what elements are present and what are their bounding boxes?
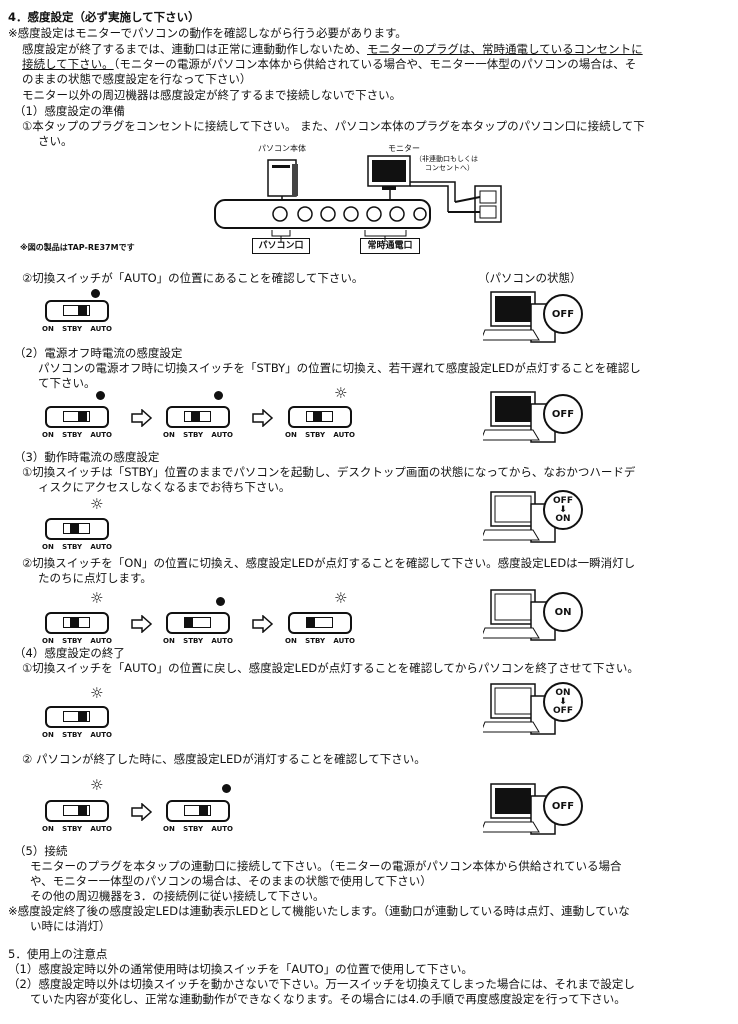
step-3-text: ①切換スイッチは「STBY」位置のままでパソコンを起動し、デスクトップ画面の状態… — [22, 465, 636, 479]
section-5-title: 5．使用上の注意点 — [8, 947, 108, 961]
arrow-right-icon — [131, 409, 153, 427]
led-lit-icon: ☼ — [90, 495, 104, 513]
step-5-text: や、モニター一体型のパソコンの場合は、そのままの状態で使用して下さい） — [30, 874, 432, 888]
pc-body-label: パソコン本体 — [258, 144, 306, 153]
step-2-text: て下さい。 — [38, 376, 96, 390]
pc-off-illustration: OFF — [483, 782, 583, 844]
status-bubble: ON — [543, 592, 583, 632]
strip-drawing — [214, 155, 502, 242]
step-5-text: モニターのプラグを本タップの連動口に接続して下さい。（モニターの電源がパソコン本… — [30, 859, 622, 873]
pc-port-label: パソコン口 — [252, 238, 310, 254]
step-5-note: ※感度設定終了後の感度設定LEDは連動表示LEDとして機能いたします。（連動口が… — [8, 904, 630, 918]
led-icon — [214, 391, 223, 400]
step-4-text: ①切換スイッチを「AUTO」の位置に戻し、感度設定LEDが点灯することを確認して… — [22, 661, 639, 675]
pc-booting-illustration: OFF⬇ON — [483, 490, 583, 552]
arrow-right-icon — [131, 615, 153, 633]
pc-on-illustration: ON — [483, 588, 583, 650]
step-2-title: （2）電源オフ時電流の感度設定 — [14, 346, 183, 360]
para-text: 感度設定が終了するまでは、連動口は正常に連動動作しないため、 — [22, 42, 367, 56]
led-lit-icon: ☼ — [334, 384, 348, 402]
step-1-title: （1）感度設定の準備 — [14, 104, 125, 118]
step-1-text: ①本タップのプラグをコンセントに接続して下さい。 また、パソコン本体のプラグを本… — [22, 119, 645, 133]
monitor-label: モニター — [388, 144, 420, 153]
step-4-text: ② パソコンが終了した時に、感度設定LEDが消灯することを確認して下さい。 — [22, 752, 426, 766]
monitor-note: （非連動口もしくは — [415, 155, 478, 163]
note-monitor-required: ※感度設定はモニターでパソコンの動作を確認しながら行う必要があります。 — [8, 26, 407, 40]
power-strip-diagram: パソコン本体 モニター （非連動口もしくは コンセントへ） — [210, 142, 510, 257]
pc-shutdown-illustration: ON⬇OFF — [483, 682, 583, 744]
arrow-right-icon — [252, 615, 274, 633]
caution-2: （2）感度設定時以外は切換スイッチを動かさないで下さい。万一スイッチを切換えてし… — [8, 977, 635, 991]
step-1-text: さい。 — [38, 134, 73, 148]
step-1-text: ②切換スイッチが「AUTO」の位置にあることを確認して下さい。 — [22, 271, 364, 285]
arrow-right-icon — [252, 409, 274, 427]
arrow-right-icon — [131, 803, 153, 821]
para-underlined: モニターのプラグは、常時通電しているコンセントに — [367, 42, 643, 56]
step-5-note: い時には消灯） — [30, 919, 111, 933]
step-4-title: （4）感度設定の終了 — [14, 646, 125, 660]
para-line: のままの状態で感度設定を行なって下さい） — [22, 72, 252, 86]
led-icon — [222, 784, 231, 793]
status-bubble: OFF — [543, 786, 583, 826]
step-3-text: ィスクにアクセスしなくなるまでお待ち下さい。 — [38, 480, 291, 494]
para-text: （モニターの電源がパソコン本体から供給されている場合や、モニター一体型のパソコン… — [113, 57, 637, 71]
step-5-text: その他の周辺機器を3．の接続例に従い接続して下さい。 — [30, 889, 325, 903]
led-icon — [91, 289, 100, 298]
led-lit-icon: ☼ — [90, 589, 104, 607]
caution-1: （1）感度設定時以外の通常使用時は切換スイッチを「AUTO」の位置で使用して下さ… — [8, 962, 473, 976]
led-icon — [216, 597, 225, 606]
section-4-title: 4．感度設定（必ず実施して下さい） — [8, 10, 200, 24]
pc-off-illustration: OFF — [483, 390, 583, 452]
step-2-text: パソコンの電源オフ時に切換スイッチを「STBY」の位置に切換え、若干遅れて感度設… — [38, 361, 641, 375]
model-note: ※図の製品はTAP-RE37Mです — [20, 243, 135, 252]
caution-2-cont: ていた内容が変化し、正常な連動動作ができなくなります。その場合には4.の手順で再… — [30, 992, 626, 1006]
status-bubble: OFF⬇ON — [543, 490, 583, 530]
step-3-text: ②切換スイッチを「ON」の位置に切換え、感度設定LEDが点灯することを確認して下… — [22, 556, 636, 570]
led-lit-icon: ☼ — [90, 684, 104, 702]
status-bubble: OFF — [543, 394, 583, 434]
para-line: 感度設定が終了するまでは、連動口は正常に連動動作しないため、モニターのプラグは、… — [22, 42, 643, 56]
para-line: モニター以外の周辺機器は感度設定が終了するまで接続しないで下さい。 — [22, 88, 402, 102]
step-3-title: （3）動作時電流の感度設定 — [14, 450, 160, 464]
led-lit-icon: ☼ — [90, 776, 104, 794]
pc-off-illustration: OFF — [483, 290, 583, 352]
pc-state-heading: （パソコンの状態） — [478, 271, 582, 285]
always-on-port-label: 常時通電口 — [360, 238, 420, 254]
status-bubble: OFF — [543, 294, 583, 334]
step-3-text: たのちに点灯します。 — [38, 571, 152, 585]
step-5-title: （5）接続 — [14, 844, 68, 858]
led-lit-icon: ☼ — [334, 589, 348, 607]
led-icon — [96, 391, 105, 400]
para-underlined: 接続して下さい。 — [22, 57, 114, 71]
monitor-note: コンセントへ） — [425, 164, 474, 172]
para-line: 接続して下さい。（モニターの電源がパソコン本体から供給されている場合や、モニター… — [22, 57, 636, 71]
status-bubble: ON⬇OFF — [543, 682, 583, 722]
